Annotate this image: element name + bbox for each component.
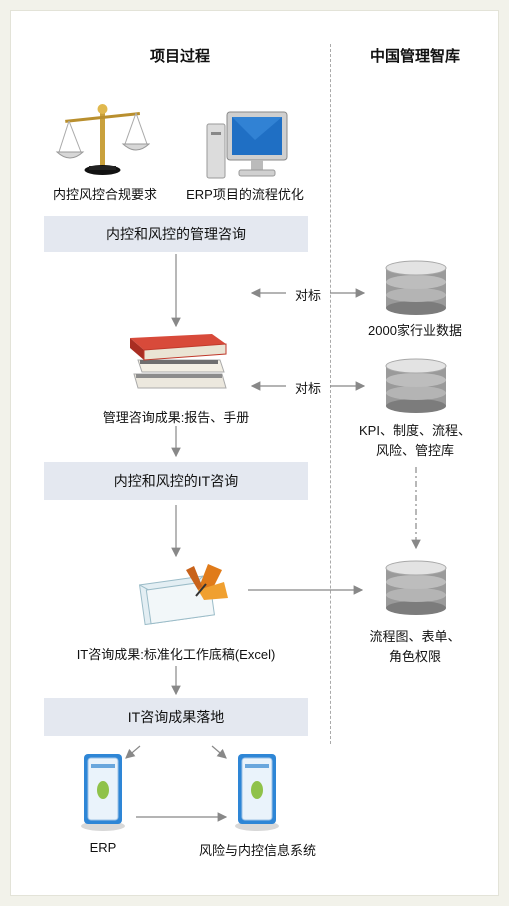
db1-label: 2000家行业数据 xyxy=(368,323,462,338)
benchmark-label-2: 对标 xyxy=(288,378,328,397)
db2-label-line1: KPI、制度、流程、 xyxy=(359,423,471,438)
envelope-butterfly-icon xyxy=(138,564,228,626)
arrow-into-risk xyxy=(211,745,227,759)
database-icon xyxy=(385,358,447,413)
risk-system-label: 风险与内控信息系统 xyxy=(198,843,316,858)
it-results-label: IT咨询成果:标准化工作底稿(Excel) xyxy=(76,647,276,662)
band-it-landing: IT咨询成果落地 xyxy=(44,698,308,736)
scales-icon xyxy=(55,104,150,175)
server-icon xyxy=(235,754,279,831)
db3-label-line2: 角色权限 xyxy=(388,649,441,664)
database-icon xyxy=(385,260,447,315)
mgmt-results-label: 管理咨询成果:报告、手册 xyxy=(102,410,250,425)
db2-label-line2: 风险、管控库 xyxy=(375,443,454,458)
column-divider xyxy=(330,44,331,744)
erp-label: ERP xyxy=(89,840,117,855)
band-mgmt-consulting: 内控和风控的管理咨询 xyxy=(44,216,308,252)
database-icon xyxy=(385,560,447,615)
benchmark-label-1: 对标 xyxy=(288,285,328,304)
server-icon xyxy=(81,754,125,831)
arrow-into-erp xyxy=(125,745,141,759)
erp-optimization-label: ERP项目的流程优化 xyxy=(186,187,304,202)
band-it-consulting: 内控和风控的IT咨询 xyxy=(44,462,308,500)
right-heading: 中国管理智库 xyxy=(369,48,460,65)
books-icon xyxy=(130,334,227,389)
monitor-icon xyxy=(206,111,288,179)
db3-label-line1: 流程图、表单、 xyxy=(369,629,461,644)
left-heading: 项目过程 xyxy=(149,48,210,65)
compliance-label: 内控风控合规要求 xyxy=(52,187,157,202)
